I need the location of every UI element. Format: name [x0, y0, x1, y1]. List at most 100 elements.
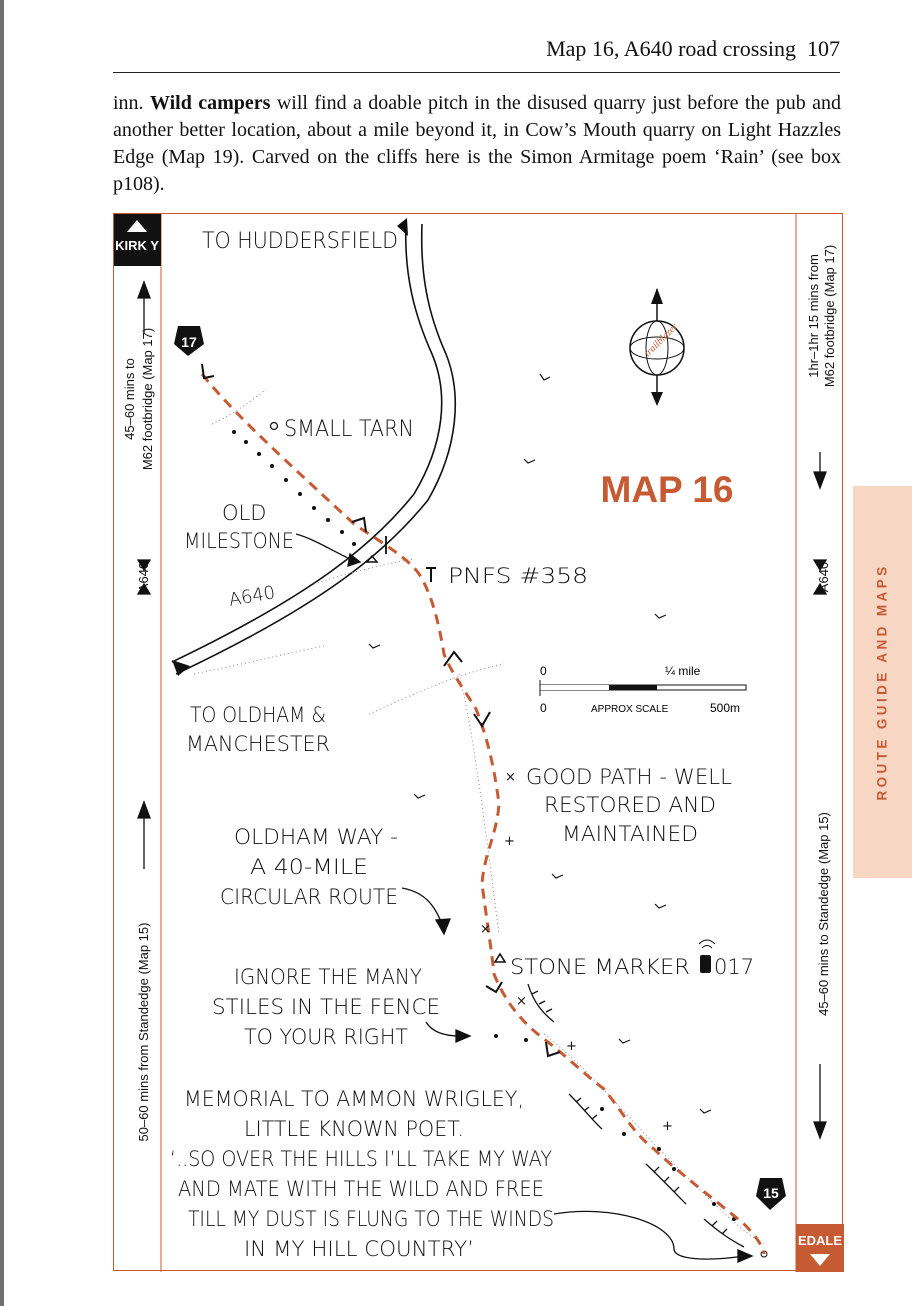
right-north-time: 1hr–1hr 15 mins from [806, 254, 821, 378]
label-road-a640: A640 [227, 582, 277, 611]
stile-mark-6: + [662, 1119, 673, 1134]
small-tarn-icon [269, 421, 279, 431]
section-tab-label: ROUTE GUIDE AND MAPS [874, 563, 890, 801]
label-ignore-1: IGNORE THE MANY [234, 965, 422, 989]
left-road: A640 [136, 562, 151, 592]
label-memorial-4: AND MATE WITH THE WILD AND FREE [178, 1177, 544, 1201]
label-old-milestone-2: MILESTONE [184, 529, 294, 553]
north-badge-label: KIRK Y [115, 238, 159, 253]
old-milestone-icon [365, 554, 379, 563]
route-corner-4 [485, 981, 503, 994]
pnfs-signpost-icon [426, 567, 436, 582]
scrub-3 [193, 645, 325, 675]
route-marker-17 [201, 363, 215, 380]
label-to-huddersfield: TO HUDDERSFIELD [202, 229, 398, 254]
oldham-way-pointer [401, 887, 443, 925]
stiles-pointer [425, 1021, 461, 1037]
crag-2 [568, 1093, 603, 1130]
stile-mark-4: × [516, 994, 527, 1009]
right-road-marker-bottom [812, 582, 828, 595]
memorial-pointer-head-icon [737, 1249, 754, 1263]
left-south-time: 50–60 mins from Standedge (Map 15) [136, 923, 151, 1142]
map-title: MAP 16 [601, 469, 734, 510]
memorial-pointer [553, 1210, 745, 1260]
gps-icon [700, 955, 711, 973]
route-corner-5 [545, 1041, 561, 1058]
left-north-dest: M62 footbridge (Map 17) [140, 328, 155, 470]
label-oldham-way-2: A 40-MILE [250, 855, 368, 879]
to-oldham-arrow-icon [172, 660, 190, 676]
page-edge-shadow [0, 0, 4, 1306]
label-good-path-2: RESTORED AND [544, 793, 716, 817]
north-arrow-icon [127, 220, 147, 232]
scale-zero-bottom: 0 [540, 701, 547, 715]
label-to-oldham-2: MANCHESTER [186, 732, 330, 756]
stone-marker-icon [493, 952, 507, 963]
intro-text-2: will find a doable pitch in the disused … [113, 92, 842, 195]
tussock-6 [551, 873, 564, 879]
right-down-arrow-icon [813, 471, 827, 490]
stile-mark-1: × [505, 770, 516, 785]
to-huddersfield-arrow-icon [397, 218, 408, 236]
label-memorial-1: MEMORIAL TO AMMON WRIGLEY, [184, 1087, 524, 1111]
tussock-3 [654, 613, 667, 619]
stile-mark-3: × [480, 922, 491, 937]
map-17-badge [174, 326, 204, 356]
wall-dots [232, 430, 768, 1258]
stile-mark-5: + [566, 1039, 577, 1054]
scale-zero-top: 0 [540, 664, 547, 678]
left-up-arrow-icon-2 [137, 800, 151, 819]
right-north-dest: M62 footbridge (Map 17) [822, 245, 837, 387]
label-small-tarn: SMALL TARN [284, 417, 414, 442]
fence-line-1 [458, 673, 500, 935]
map-17-number: 17 [181, 334, 197, 350]
milestone-pointer-head-icon [347, 552, 362, 567]
map-15-badge [756, 1178, 786, 1210]
label-memorial-3: ‘..SO OVER THE HILLS I’LL TAKE MY WAY [170, 1147, 552, 1171]
left-north-time: 45–60 mins to [122, 358, 137, 440]
label-good-path-3: MAINTAINED [562, 822, 698, 846]
stiles-pointer-head-icon [455, 1029, 472, 1043]
tussock-4 [368, 643, 381, 649]
label-ignore-3: TO YOUR RIGHT [244, 1025, 408, 1049]
tussock-9 [699, 1108, 712, 1114]
intro-text-1: inn. [113, 92, 150, 114]
crag-1 [527, 983, 555, 1023]
left-up-arrow-icon [137, 280, 151, 299]
compass-logo: trailblazer [629, 288, 685, 406]
label-to-oldham-1: TO OLDHAM & [190, 703, 326, 727]
tussock-8 [618, 1038, 631, 1044]
label-pnfs: PNFS #358 [448, 564, 588, 588]
compass-south-arrow-icon [651, 392, 663, 406]
road-a640 [171, 223, 457, 675]
label-old-milestone-1: OLD [222, 501, 266, 525]
scale-mile-label: ¼ mile [665, 664, 701, 678]
scale-bar: 0 ¼ mile 0 APPROX SCALE 500m [539, 664, 747, 715]
label-memorial-2: LITTLE KNOWN POET. [244, 1117, 464, 1141]
header-rule [113, 72, 840, 73]
gps-signal-icon [698, 939, 716, 949]
stile-mark-2: + [504, 834, 515, 849]
milestone-pointer [295, 533, 353, 561]
crag-3 [645, 1163, 687, 1205]
tussock-2 [523, 458, 536, 464]
label-memorial-5: TILL MY DUST IS FLUNG TO THE WINDS [188, 1207, 554, 1231]
map-drawing: KIRK Y EDALE 45–60 mins to M62 footbridg… [114, 214, 844, 1272]
intro-bold: Wild campers [149, 92, 271, 114]
fence-line-2 [543, 1033, 765, 1245]
right-road-marker-top [812, 559, 828, 572]
south-arrow-icon [810, 1254, 830, 1266]
label-ignore-2: STILES IN THE FENCE [212, 995, 440, 1019]
running-header: Map 16, A640 road crossing 107 [0, 36, 840, 62]
scale-meters: 500m [710, 701, 740, 715]
route-corner-1 [351, 516, 367, 533]
label-oldham-way-3: CIRCULAR ROUTE [220, 885, 398, 909]
tussock-5 [413, 793, 426, 799]
scrub-4 [368, 663, 505, 715]
crag-4 [703, 1218, 745, 1248]
label-good-path-1: GOOD PATH - WELL [526, 765, 732, 789]
section-tab [853, 486, 912, 878]
map-15-number: 15 [763, 1185, 779, 1201]
scrub-1 [211, 388, 267, 425]
route-path [200, 373, 766, 1255]
